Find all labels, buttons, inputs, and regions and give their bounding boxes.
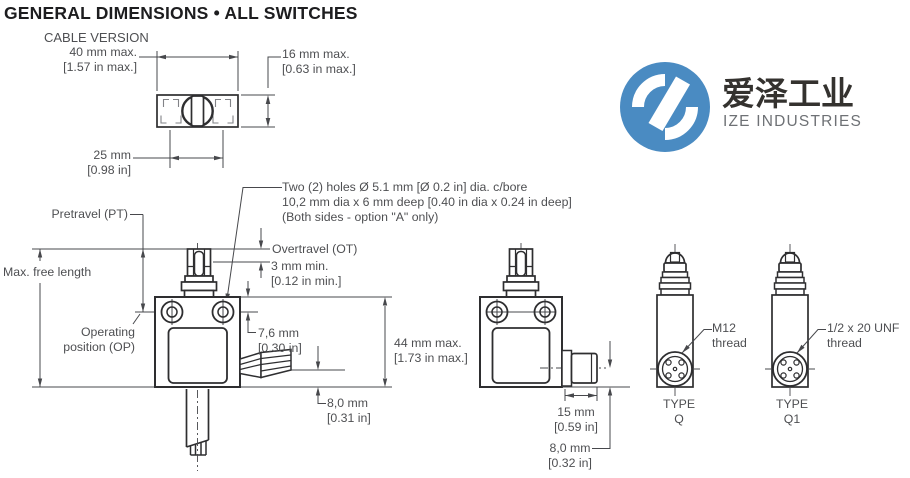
- dim-imperial: [1.73 in max.]: [394, 351, 468, 365]
- dim-imperial: [0.59 in]: [554, 420, 598, 434]
- dim-ot-min-3mm: 3 mm min. [0.12 in min.]: [271, 259, 341, 289]
- dim-metric: 8,0 mm: [327, 396, 368, 410]
- page-title: GENERAL DIMENSIONS • ALL SWITCHES: [4, 3, 358, 23]
- logo-english-name: IZE INDUSTRIES: [723, 113, 863, 130]
- dim-metric: 8,0 mm: [549, 441, 591, 455]
- front-recessed-panel: [167, 327, 228, 384]
- connector-flange: [561, 349, 573, 387]
- logo-chinese-name: 爱泽工业: [722, 75, 854, 112]
- ize-logo-icon: [620, 62, 710, 152]
- dim-connector-offset-8mm: 8,0 mm [0.32 in]: [548, 441, 592, 471]
- dim-metric: 3 mm min.: [271, 259, 329, 273]
- dim-cable-offset-8mm: 8,0 mm [0.31 in]: [327, 396, 371, 426]
- m12-thread-label: M12 thread: [712, 321, 747, 350]
- connector-view-drawing: [479, 243, 630, 449]
- type-q1-body: [771, 294, 809, 388]
- front-mount-hole-left: [160, 300, 184, 324]
- max-free-length-label: Max. free length: [3, 265, 92, 279]
- cable-version-caption: CABLE VERSION: [44, 30, 149, 45]
- type-q1-drawing: [765, 244, 826, 396]
- type-q-body: [656, 294, 694, 388]
- holes-note-leader: [226, 187, 282, 303]
- dim-hole-depth-7-6mm: 7,6 mm [0.30 in]: [258, 326, 302, 356]
- dim-metric: 15 mm: [557, 405, 595, 419]
- operating-position-label: Operating position (OP): [63, 325, 135, 354]
- front-mount-hole-right: [211, 300, 235, 324]
- front-roller: [193, 250, 205, 277]
- dim-imperial: [1.57 in max.]: [63, 60, 137, 74]
- unf-thread-label: 1/2 x 20 UNF thread: [827, 321, 900, 350]
- dim-imperial: [0.63 in max.]: [282, 62, 356, 76]
- dim-metric: 40 mm max.: [69, 45, 137, 59]
- dim-imperial: [0.31 in]: [327, 411, 371, 425]
- side-cable: [260, 348, 292, 379]
- front-view-dimensions: [32, 187, 392, 404]
- dim-metric: 7,6 mm: [258, 326, 299, 340]
- dim-imperial: [0.12 in min.]: [271, 274, 342, 288]
- dim-metric: 25 mm: [93, 148, 131, 162]
- overtravel-label: Overtravel (OT): [272, 242, 358, 256]
- pretravel-label: Pretravel (PT): [51, 207, 128, 221]
- top-view-drawing: [133, 51, 281, 168]
- unf-thread-leader: [796, 329, 826, 354]
- type-q-label: TYPE Q: [662, 397, 696, 426]
- dim-height-44mm: 44 mm max. [1.73 in max.]: [394, 336, 468, 366]
- dim-imperial: [0.32 in]: [548, 456, 592, 470]
- type-q-drawing: [650, 244, 712, 396]
- dim-hole-spacing-25mm: 25 mm [0.98 in]: [87, 148, 131, 178]
- dim-imperial: [0.98 in]: [87, 163, 131, 177]
- dim-height-16mm: 16 mm max. [0.63 in max.]: [282, 47, 356, 77]
- dim-width-40mm: 40 mm max. [1.57 in max.]: [63, 45, 137, 75]
- m12-thread-leader: [681, 329, 712, 354]
- dim-connector-length-15mm: 15 mm [0.59 in]: [554, 405, 598, 435]
- type-q1-label: TYPE Q1: [775, 397, 809, 426]
- type-q1-connector-face: [772, 351, 808, 387]
- dim-metric: 16 mm max.: [282, 47, 350, 61]
- bottom-cable: [185, 389, 210, 471]
- front-view-drawing: [154, 243, 292, 471]
- holes-note: Two (2) holes Ø 5.1 mm [Ø 0.2 in] dia. c…: [282, 180, 572, 224]
- dim-metric: 44 mm max.: [394, 336, 462, 350]
- dim-imperial: [0.30 in]: [258, 341, 302, 355]
- type-q-connector-face: [657, 351, 693, 387]
- connector-barrel: [570, 352, 598, 384]
